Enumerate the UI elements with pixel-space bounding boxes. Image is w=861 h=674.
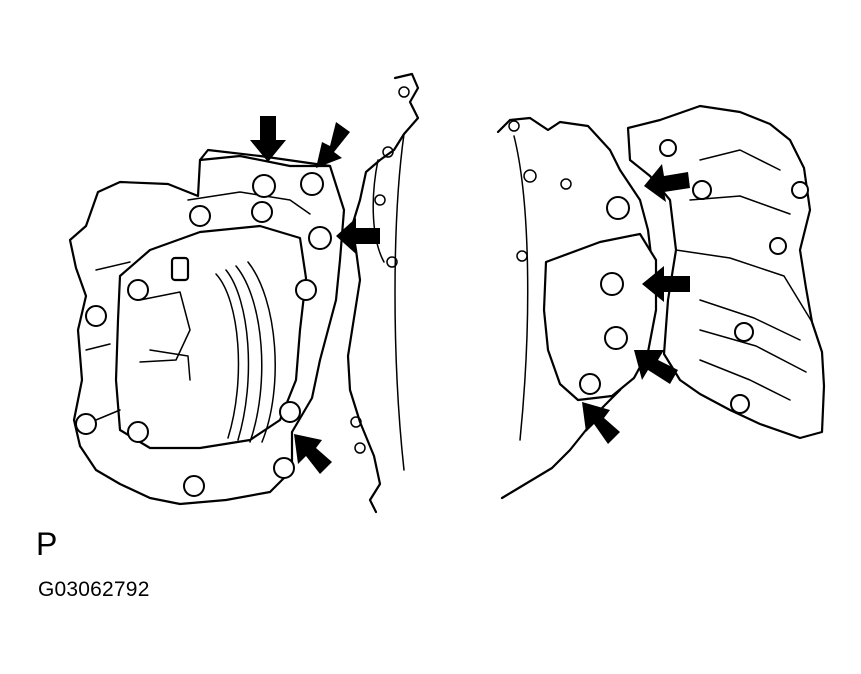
target-bolt <box>308 226 332 250</box>
arrow-down <box>250 116 286 162</box>
right-adaptor-plate <box>542 232 658 402</box>
target-bolt <box>604 326 628 350</box>
target-bolt <box>600 272 624 296</box>
target-bolt <box>606 196 630 220</box>
left-housing-flange <box>346 72 420 514</box>
arrow-diagonal-up-left <box>294 434 332 474</box>
arrow-left <box>644 164 690 202</box>
arrow-left <box>642 266 690 302</box>
arrow-diagonal-up-left <box>582 402 620 444</box>
target-bolt <box>252 174 276 198</box>
arrow-left <box>336 218 380 254</box>
right-transfer-case-view <box>496 104 826 500</box>
target-bolt <box>300 172 324 196</box>
left-case-body <box>68 154 346 506</box>
view-label: P <box>36 526 58 562</box>
arrow-diagonal-up-left <box>634 350 678 384</box>
target-bolt <box>279 401 301 423</box>
target-bolt <box>579 373 601 395</box>
left-transfer-case-view <box>68 72 420 514</box>
arrow-diagonal-down-left <box>316 122 350 168</box>
figure-code: G03062792 <box>38 578 150 601</box>
